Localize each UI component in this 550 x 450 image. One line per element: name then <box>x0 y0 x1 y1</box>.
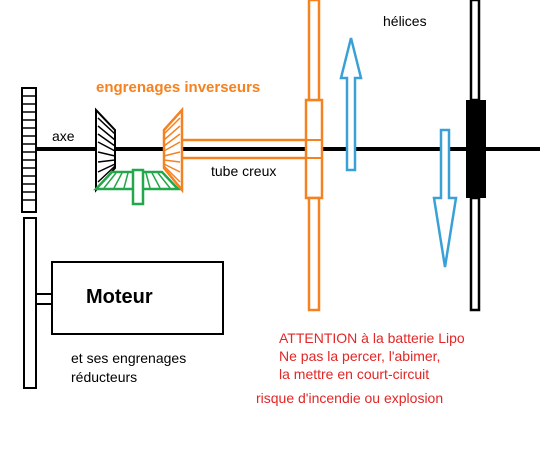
motor-gears-line-2: réducteurs <box>71 369 138 385</box>
down-arrow <box>432 128 458 268</box>
reduction-gear <box>21 87 37 213</box>
warning-line-1: ATTENTION à la batterie Lipo <box>279 330 465 346</box>
motor-shaft <box>23 217 37 389</box>
warning-line-3: la mettre en court-circuit <box>279 366 430 382</box>
motor <box>35 261 224 335</box>
hollow-tube-label: tube creux <box>211 163 277 179</box>
motor-label: Moteur <box>86 286 153 308</box>
risk-text: risque d'incendie ou explosion <box>256 390 444 406</box>
black-bevel-gear <box>95 107 116 193</box>
warning-text: ATTENTION à la batterie Lipo Ne pas la p… <box>279 329 465 383</box>
warning-line-2: Ne pas la percer, l'abimer, <box>279 348 441 364</box>
orange-bevel-gear <box>162 106 184 194</box>
green-bevel-gear <box>93 168 181 206</box>
inverter-gears-label: engrenages inverseurs <box>96 79 261 96</box>
rear-propeller <box>466 0 486 312</box>
motor-gears-label: et ses engrenages réducteurs <box>71 349 186 387</box>
propellers-label: hélices <box>383 13 427 29</box>
motor-gears-line-1: et ses engrenages <box>71 350 187 366</box>
axe-label: axe <box>52 128 75 144</box>
front-propeller <box>307 0 321 312</box>
up-arrow <box>339 37 363 172</box>
